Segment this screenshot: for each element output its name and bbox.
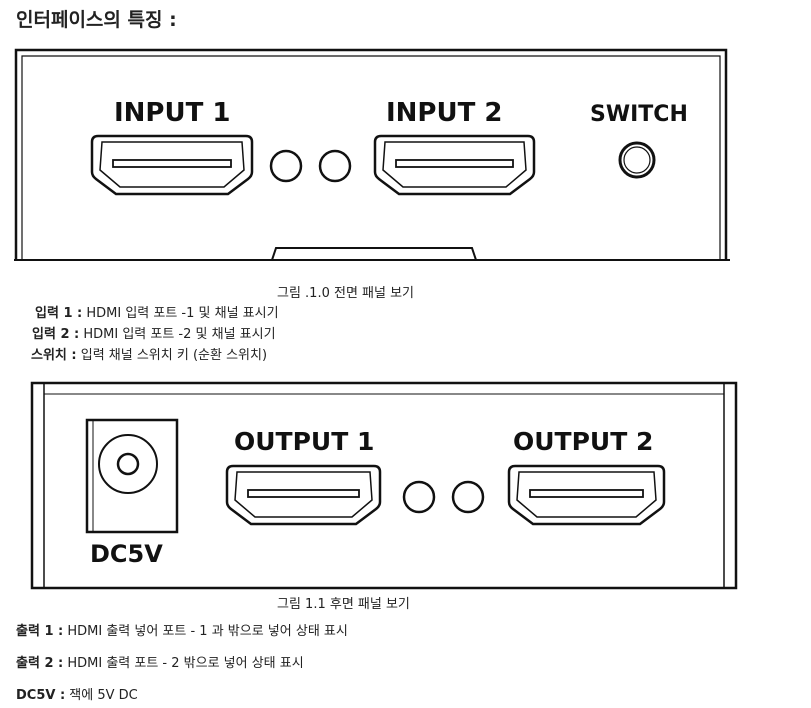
hdmi-input2-port-icon [373, 134, 536, 196]
desc-dc5v: DC5V : 잭에 5V DC [16, 684, 138, 703]
desc-text: HDMI 출력 포트 - 2 밖으로 넣어 상태 표시 [63, 656, 304, 671]
input2-label: INPUT 2 [386, 98, 502, 128]
front-panel-caption: 그림 .1.0 전면 패널 보기 [277, 286, 415, 301]
front-panel-diagram: INPUT 1 INPUT 2 SWITCH [14, 44, 730, 264]
led-3-icon [402, 480, 436, 514]
desc-text: HDMI 입력 포트 -1 및 채널 표시기 [82, 306, 279, 321]
switch-label: SWITCH [590, 102, 688, 127]
desc-text: 잭에 5V DC [65, 688, 138, 703]
dc5v-label: DC5V [90, 540, 163, 568]
desc-text: HDMI 입력 포트 -2 및 채널 표시기 [79, 327, 276, 342]
output2-label: OUTPUT 2 [513, 427, 653, 456]
rear-panel-diagram: DC5V OUTPUT 1 OUTPUT 2 [30, 380, 740, 594]
hdmi-output1-port-icon [225, 464, 382, 526]
desc-text: 입력 채널 스위치 키 (순환 스위치) [76, 348, 268, 363]
desc-term: DC5V : [16, 688, 66, 703]
desc-term: 스위치 : [31, 348, 77, 363]
hdmi-output2-port-icon [507, 464, 666, 526]
desc-term: 출력 1 : [16, 624, 64, 639]
led-1-icon [269, 149, 303, 183]
desc-input2: 입력 2 : HDMI 입력 포트 -2 및 채널 표시기 [32, 323, 276, 342]
desc-term: 출력 2 : [16, 656, 64, 671]
desc-input1: 입력 1 : HDMI 입력 포트 -1 및 채널 표시기 [35, 302, 279, 321]
output1-label: OUTPUT 1 [234, 427, 374, 456]
desc-term: 입력 1 : [35, 306, 83, 321]
switch-button-icon [618, 141, 656, 179]
led-2-icon [318, 149, 352, 183]
desc-switch: 스위치 : 입력 채널 스위치 키 (순환 스위치) [31, 344, 267, 363]
rear-panel-caption: 그림 1.1 후면 패널 보기 [277, 597, 410, 612]
desc-output1: 출력 1 : HDMI 출력 넣어 포트 - 1 과 밖으로 넣어 상태 표시 [16, 620, 348, 639]
section-heading: 인터페이스의 특징 : [16, 9, 177, 31]
desc-output2: 출력 2 : HDMI 출력 포트 - 2 밖으로 넣어 상태 표시 [16, 652, 304, 671]
input1-label: INPUT 1 [114, 98, 230, 128]
hdmi-input1-port-icon [90, 134, 254, 196]
desc-term: 입력 2 : [32, 327, 80, 342]
desc-text: HDMI 출력 넣어 포트 - 1 과 밖으로 넣어 상태 표시 [63, 624, 348, 639]
dc-jack-icon [85, 418, 179, 534]
led-4-icon [451, 480, 485, 514]
